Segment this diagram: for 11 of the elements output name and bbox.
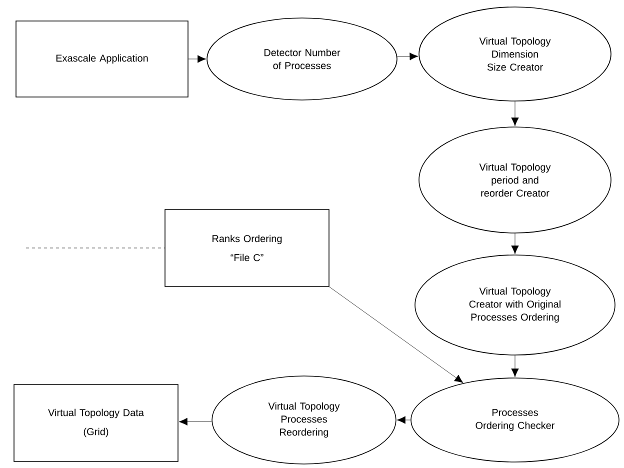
process-box: Ranks Ordering “File C” — [164, 209, 330, 287]
arrow — [511, 355, 519, 378]
arrow — [178, 418, 212, 426]
arrow — [329, 286, 464, 383]
arrow — [396, 416, 411, 424]
arrow — [188, 55, 206, 63]
arrow — [397, 52, 418, 60]
arrow — [511, 233, 519, 254]
process-box: Virtual Topology Data (Grid) — [14, 384, 178, 462]
arrow — [511, 101, 519, 126]
process-box: Exascale Application — [16, 20, 188, 98]
